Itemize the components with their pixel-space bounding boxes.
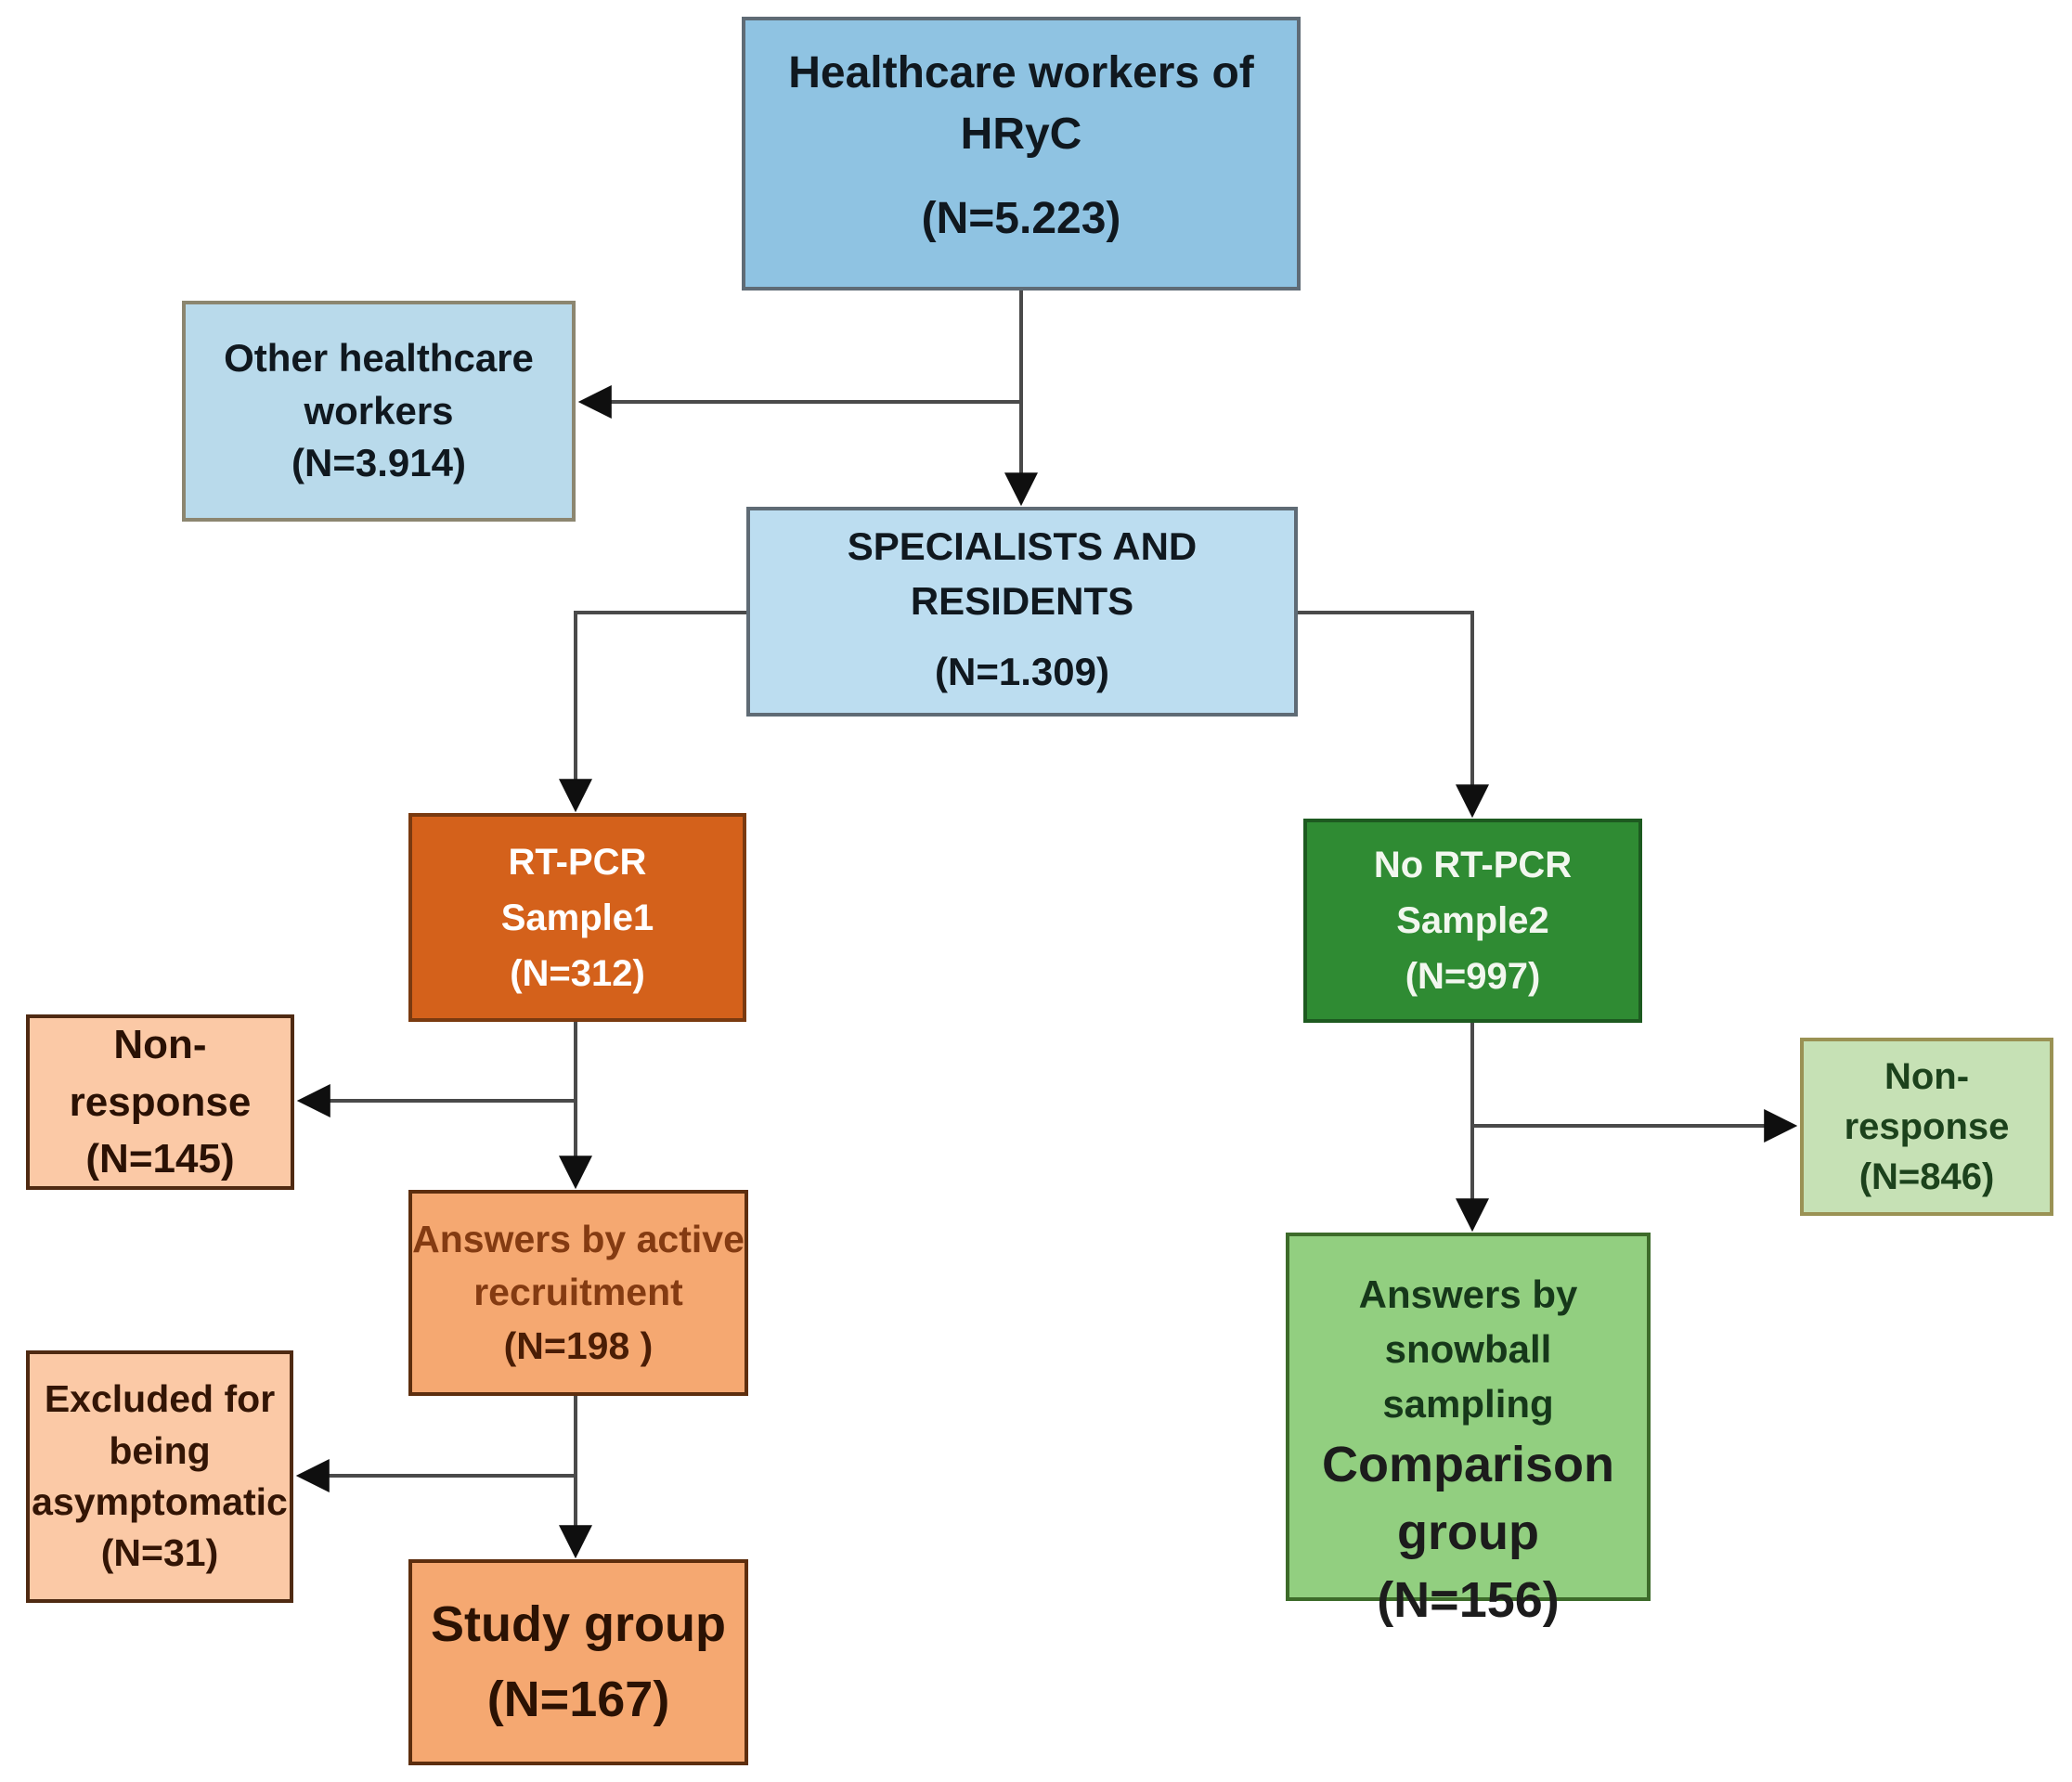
node-count: (N=145) bbox=[85, 1136, 235, 1182]
node-count: (N=997) bbox=[1405, 956, 1541, 997]
node-specialists-and-residents: SPECIALISTS AND RESIDENTS (N=1.309) bbox=[746, 507, 1298, 717]
node-count: (N=846) bbox=[1858, 1156, 1995, 1197]
node-label: Comparison bbox=[1321, 1437, 1615, 1493]
node-label: HRyC bbox=[960, 110, 1082, 160]
node-label: Sample2 bbox=[1396, 900, 1549, 941]
node-label: Non-response bbox=[69, 1022, 252, 1125]
node-count: (N=167) bbox=[486, 1672, 670, 1727]
node-label: snowball sampling bbox=[1382, 1326, 1554, 1426]
node-label: workers bbox=[304, 388, 454, 433]
node-count: (N=31) bbox=[100, 1531, 219, 1575]
node-label: SPECIALISTS AND bbox=[847, 524, 1198, 568]
node-label: group bbox=[1397, 1504, 1539, 1561]
node-no-rt-pcr-sample2: No RT-PCR Sample2 (N=997) bbox=[1303, 819, 1642, 1023]
node-label: being bbox=[109, 1428, 211, 1472]
node-healthcare-workers: Healthcare workers of HRyC (N=5.223) bbox=[742, 17, 1301, 291]
node-count: (N=312) bbox=[510, 952, 645, 994]
node-label: Answers by bbox=[1358, 1272, 1578, 1316]
node-count: (N=5.223) bbox=[921, 193, 1121, 243]
node-label: Sample1 bbox=[500, 897, 654, 938]
node-label: RT-PCR bbox=[508, 841, 647, 883]
node-label: Excluded for bbox=[44, 1377, 276, 1421]
node-label: recruitment bbox=[473, 1271, 683, 1314]
node-non-response-145: Non-response (N=145) bbox=[26, 1014, 294, 1190]
node-count: (N=1.309) bbox=[935, 650, 1109, 694]
node-label: Other healthcare bbox=[224, 335, 534, 380]
node-count: (N=198 ) bbox=[503, 1324, 654, 1367]
node-count: (N=3.914) bbox=[291, 441, 466, 485]
node-label: Healthcare workers of bbox=[788, 48, 1254, 97]
node-sublabel: Comparison group (N=156) bbox=[1322, 1431, 1614, 1634]
node-excluded-asymptomatic: Excluded for being asymptomatic (N=31) bbox=[26, 1350, 293, 1603]
node-label: RESIDENTS bbox=[910, 578, 1134, 623]
node-rt-pcr-sample1: RT-PCR Sample1 (N=312) bbox=[408, 813, 746, 1022]
connector-spec-to-nortpcr bbox=[1298, 611, 1489, 819]
node-study-group: Study group (N=167) bbox=[408, 1559, 748, 1765]
node-label: Answers by active bbox=[412, 1217, 745, 1260]
node-non-response-846: Non- response (N=846) bbox=[1800, 1038, 2053, 1216]
node-count: (N=156) bbox=[1377, 1572, 1560, 1629]
node-label: No RT-PCR bbox=[1373, 845, 1573, 885]
node-other-healthcare-workers: Other healthcare workers (N=3.914) bbox=[182, 301, 576, 522]
node-label: response bbox=[1844, 1106, 2010, 1147]
node-label: Non- bbox=[1884, 1056, 1970, 1097]
node-answers-by-active-recruitment: Answers by active recruitment (N=198 ) bbox=[408, 1190, 748, 1396]
node-comparison-group: Answers by snowball sampling Comparison … bbox=[1286, 1233, 1651, 1628]
node-label: asymptomatic bbox=[32, 1480, 288, 1523]
node-label: Study group bbox=[431, 1596, 726, 1652]
connector-spec-to-rtpcr bbox=[559, 611, 746, 813]
